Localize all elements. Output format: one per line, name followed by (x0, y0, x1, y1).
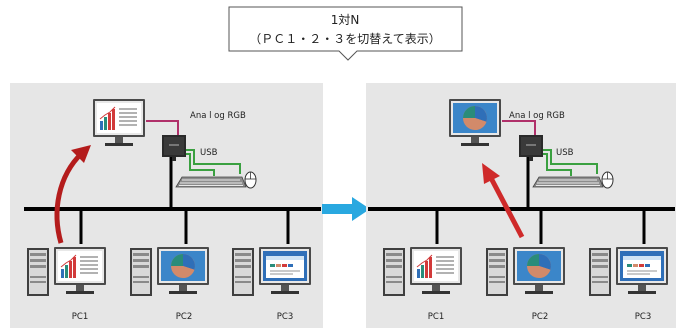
keyboard-icon (532, 176, 604, 188)
usb-cable-keyboard (543, 153, 572, 176)
pc1-workstation: PC1 (383, 247, 462, 322)
keyboard-icon (175, 176, 247, 188)
pc2-label: PC2 (532, 312, 548, 322)
computer-icon (27, 248, 49, 296)
pc1-label: PC1 (428, 312, 444, 322)
transition-arrow-icon (322, 197, 370, 221)
pc2-workstation: PC2 (130, 247, 209, 322)
right-panel-background (366, 83, 676, 328)
switch-arrow-icon (488, 176, 525, 239)
usb-cable-mouse (186, 149, 241, 174)
pc3-workstation: PC3 (589, 247, 668, 322)
computer-icon (383, 248, 405, 296)
pc3-workstation: PC3 (232, 247, 311, 322)
usb-cable-mouse (543, 149, 598, 174)
mouse-icon (244, 171, 257, 189)
pc3-label: PC3 (277, 312, 293, 322)
computer-icon (486, 248, 508, 296)
left-panel-background (10, 83, 323, 328)
usb-label: USB (556, 148, 574, 158)
switch-arrow-icon (54, 151, 84, 244)
switch-arrow-head-icon (71, 145, 91, 163)
usb-cable-keyboard (186, 153, 215, 176)
analog-rgb-label: Ana l og RGB (509, 111, 565, 121)
pc2-label: PC2 (176, 312, 192, 322)
switch-arrow-head-icon (482, 163, 500, 184)
analog-cable (146, 120, 179, 136)
computer-icon (232, 248, 254, 296)
mouse-icon (601, 171, 614, 189)
callout-title: 1対N (331, 13, 360, 27)
pc1-label: PC1 (72, 312, 88, 322)
analog-rgb-label: Ana l og RGB (190, 111, 246, 121)
left-panel: Ana l og RGB USB PC1 PC2 (10, 83, 323, 328)
pc1-workstation: PC1 (27, 247, 106, 322)
usb-label: USB (200, 148, 218, 158)
computer-icon (130, 248, 152, 296)
callout-subtitle: （ＰＣ１・２・３を切替えて表示） (249, 32, 440, 46)
pc3-label: PC3 (635, 312, 651, 322)
computer-icon (589, 248, 611, 296)
analog-cable (502, 120, 536, 136)
pc2-workstation: PC2 (486, 247, 565, 322)
callout: 1対N （ＰＣ１・２・３を切替えて表示） (228, 6, 463, 61)
right-panel: Ana l og RGB USB PC1 PC2 (366, 83, 676, 328)
